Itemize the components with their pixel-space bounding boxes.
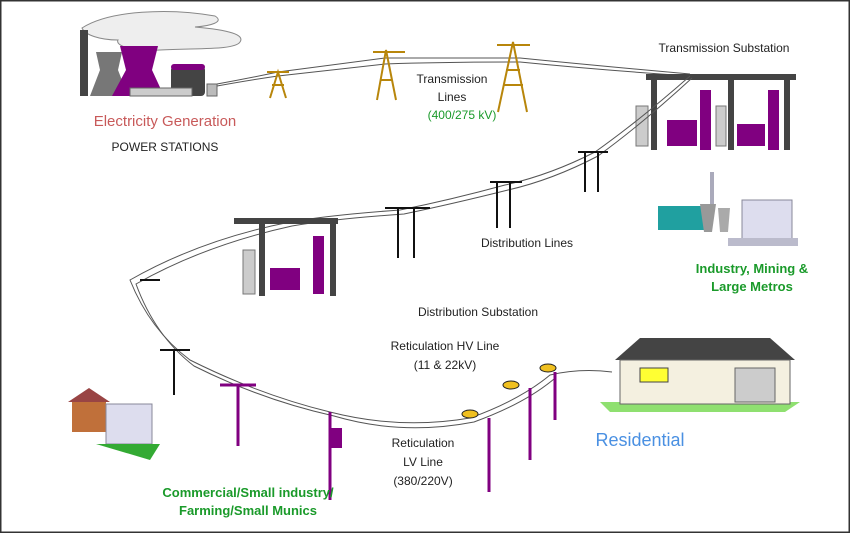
power-station-icon (80, 11, 242, 97)
street-light-icons (461, 363, 557, 419)
hv-voltage-label: (11 & 22kV) (414, 358, 476, 372)
transmission-lines-label: Transmission (417, 72, 488, 86)
commercial-label-2: Farming/Small Munics (179, 503, 317, 518)
meter-box-icon (329, 428, 342, 448)
commercial-label: Commercial/Small industry/ (162, 485, 334, 500)
pylon-icons (267, 41, 530, 113)
distribution-pole-icons (385, 151, 608, 258)
transmission-substation-icon (635, 74, 796, 150)
transmission-substation-label: Transmission Substation (659, 41, 790, 55)
power-stations-label: POWER STATIONS (112, 140, 219, 154)
distribution-substation-icon (234, 218, 338, 296)
distribution-lines-label: Distribution Lines (481, 236, 573, 250)
reticulation-pole-icons (220, 372, 557, 500)
industry-icon (658, 172, 798, 246)
industry-label-2: Large Metros (711, 279, 793, 294)
industry-label: Industry, Mining & (696, 261, 808, 276)
generation-label: Electricity Generation (94, 113, 237, 130)
commercial-icon (68, 388, 160, 460)
house-icon (600, 338, 800, 412)
lv-line-label: Reticulation (392, 436, 455, 450)
hv-pole-icons (140, 279, 190, 395)
hv-line-label: Reticulation HV Line (391, 339, 500, 353)
lv-voltage-label: (380/220V) (393, 474, 452, 488)
distribution-substation-label: Distribution Substation (418, 305, 538, 319)
transmission-lines-label-2: Lines (438, 90, 467, 104)
residential-label: Residential (595, 430, 684, 450)
lv-line-label-2: LV Line (403, 455, 443, 469)
transmission-voltage-label: (400/275 kV) (428, 108, 497, 122)
